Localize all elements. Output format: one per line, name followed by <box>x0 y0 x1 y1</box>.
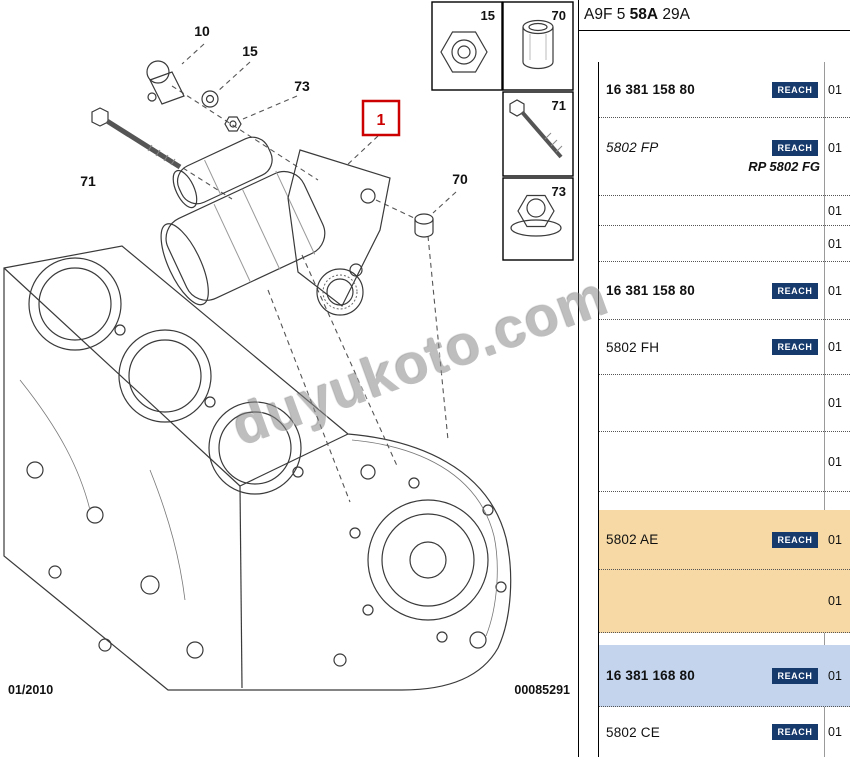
part-ref: 5802 CE <box>606 724 660 740</box>
footer-drawing-number: 00085291 <box>514 683 570 697</box>
qty-value: 01 <box>828 283 842 298</box>
sensor-part <box>146 60 185 105</box>
table-row[interactable]: 5802 FP REACH 01 RP 5802 FG <box>599 118 850 196</box>
callout-15[interactable]: 15 <box>242 43 258 59</box>
callout-71[interactable]: 71 <box>80 173 96 189</box>
part-ref: 16 381 158 80 <box>606 283 695 298</box>
reach-badge[interactable]: REACH <box>772 724 818 740</box>
qty-value: 01 <box>828 82 842 97</box>
thumbnail-15-label: 15 <box>481 8 495 23</box>
callout-70[interactable]: 70 <box>452 171 468 187</box>
qty-value: 01 <box>828 668 842 683</box>
catalog-code-suffix: 29A <box>658 6 690 23</box>
table-row[interactable]: 16 381 158 80 REACH 01 <box>599 62 850 118</box>
qty-value: 01 <box>828 725 842 739</box>
reach-badge[interactable]: REACH <box>772 139 818 156</box>
qty-value: 01 <box>828 532 842 547</box>
qty-value: 01 <box>828 236 842 251</box>
table-row[interactable]: 16 381 168 80 REACH 01 <box>599 645 850 707</box>
thumbnail-71[interactable]: 71 <box>502 91 574 177</box>
reach-badge[interactable]: REACH <box>772 282 818 299</box>
callout-73[interactable]: 73 <box>294 78 310 94</box>
parts-diagram: 10 15 73 71 70 1 15 70 71 73 <box>3 1 574 697</box>
part-ref: 16 381 168 80 <box>606 668 695 683</box>
table-row[interactable]: 01 <box>599 570 850 633</box>
table-row[interactable]: 01 <box>599 196 850 226</box>
parts-table: 16 381 158 80 REACH 01 5802 FP REACH 01 RP 580… <box>598 62 850 757</box>
callout-1: 1 <box>377 112 386 129</box>
catalog-code: A9F 5 58A 29A <box>579 0 850 31</box>
bolt-part <box>91 107 182 170</box>
part-ref: 5802 AE <box>606 532 659 547</box>
reach-badge[interactable]: REACH <box>772 339 818 355</box>
qty-value: 01 <box>828 594 842 608</box>
starter-motor <box>160 136 391 316</box>
table-row[interactable]: 01 <box>599 432 850 492</box>
table-row[interactable]: 16 381 158 80 REACH 01 <box>599 262 850 320</box>
table-row[interactable]: 5802 CE REACH 01 <box>599 707 850 757</box>
callout-10[interactable]: 10 <box>194 23 210 39</box>
qty-value: 01 <box>828 203 842 218</box>
engine-block <box>3 245 512 691</box>
thumbnail-73-label: 73 <box>552 184 566 199</box>
nut-part <box>224 116 242 132</box>
table-row[interactable]: 5802 FH REACH 01 <box>599 320 850 375</box>
catalog-code-prefix: A9F 5 <box>584 6 630 23</box>
qty-value: 01 <box>828 340 842 354</box>
part-ref-sub: RP 5802 FG <box>748 158 820 174</box>
footer-date: 01/2010 <box>8 683 53 697</box>
table-row[interactable]: 01 <box>599 375 850 432</box>
bushing-part <box>414 213 434 238</box>
qty-value: 01 <box>828 396 842 410</box>
catalog-code-main: 58A <box>629 6 659 23</box>
part-ref: 5802 FP <box>606 140 659 155</box>
thumbnail-70[interactable]: 70 <box>502 1 574 91</box>
thumbnail-15[interactable]: 15 <box>431 1 503 91</box>
callout-main-highlight[interactable]: 1 <box>361 99 401 137</box>
table-row[interactable]: 5802 AE REACH 01 <box>599 510 850 570</box>
leader-lines <box>171 43 457 503</box>
reach-badge[interactable]: REACH <box>772 531 818 548</box>
table-row[interactable]: 01 <box>599 226 850 262</box>
washer-part <box>201 90 219 108</box>
thumbnail-73[interactable]: 73 <box>502 177 574 261</box>
reach-badge[interactable]: REACH <box>772 667 818 684</box>
qty-value: 01 <box>828 454 842 469</box>
part-ref: 5802 FH <box>606 339 660 355</box>
thumbnail-70-label: 70 <box>552 8 566 23</box>
diagram-area: 10 15 73 71 70 1 15 70 71 73 <box>3 1 574 697</box>
qty-column-divider <box>824 62 825 757</box>
part-ref: 16 381 158 80 <box>606 82 695 97</box>
thumbnail-71-label: 71 <box>552 98 566 113</box>
reach-badge[interactable]: REACH <box>772 81 818 98</box>
qty-value: 01 <box>828 140 842 155</box>
